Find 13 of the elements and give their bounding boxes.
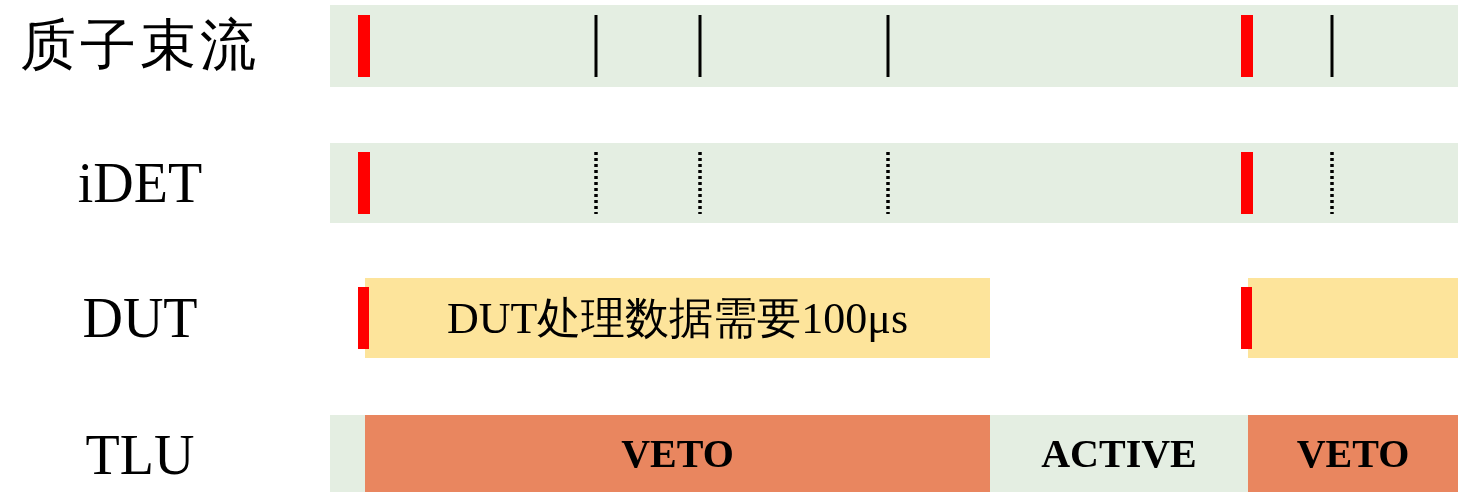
busy-period-bar — [1248, 278, 1458, 358]
row-label: TLU — [85, 423, 195, 487]
veto-period-bar — [365, 415, 990, 492]
row-label: iDET — [77, 151, 203, 215]
veto-period-bar — [1248, 415, 1458, 492]
row-label: 质子束流 — [20, 13, 260, 78]
active-period-bar — [990, 415, 1248, 492]
row-label: DUT — [82, 286, 198, 350]
busy-period-bar — [365, 278, 990, 358]
state-label: VETO — [1296, 430, 1410, 477]
state-label: ACTIVE — [1041, 430, 1197, 477]
state-label: VETO — [621, 430, 734, 477]
bar-label: DUT处理数据需要100μs — [446, 292, 909, 345]
